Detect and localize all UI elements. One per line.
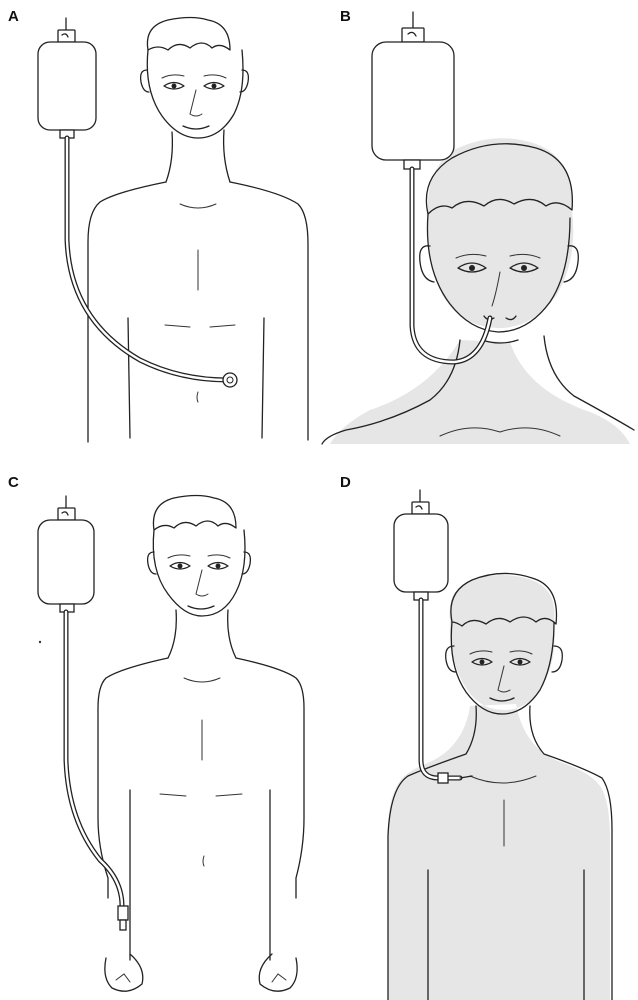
panel-a-illustration — [0, 0, 320, 445]
iv-bag — [372, 12, 454, 169]
panel-a: A — [0, 0, 320, 445]
iv-bag — [38, 496, 94, 612]
iv-bag — [394, 490, 448, 600]
panel-label-a: A — [8, 8, 19, 25]
person-c — [98, 496, 304, 992]
skin-shading-b — [330, 138, 630, 444]
panel-c: C — [0, 460, 320, 1000]
panel-label-d: D — [340, 474, 351, 491]
panel-b-illustration — [320, 0, 638, 445]
panel-d: D — [320, 460, 638, 1000]
panel-c-illustration — [0, 460, 320, 1000]
feeding-tube — [67, 138, 237, 387]
panel-label-b: B — [340, 8, 351, 25]
iv-bag — [38, 18, 96, 138]
panel-d-illustration — [320, 460, 638, 1000]
arm-iv-line — [66, 612, 128, 930]
panel-label-c: C — [8, 474, 19, 491]
panel-b: B — [320, 0, 638, 445]
